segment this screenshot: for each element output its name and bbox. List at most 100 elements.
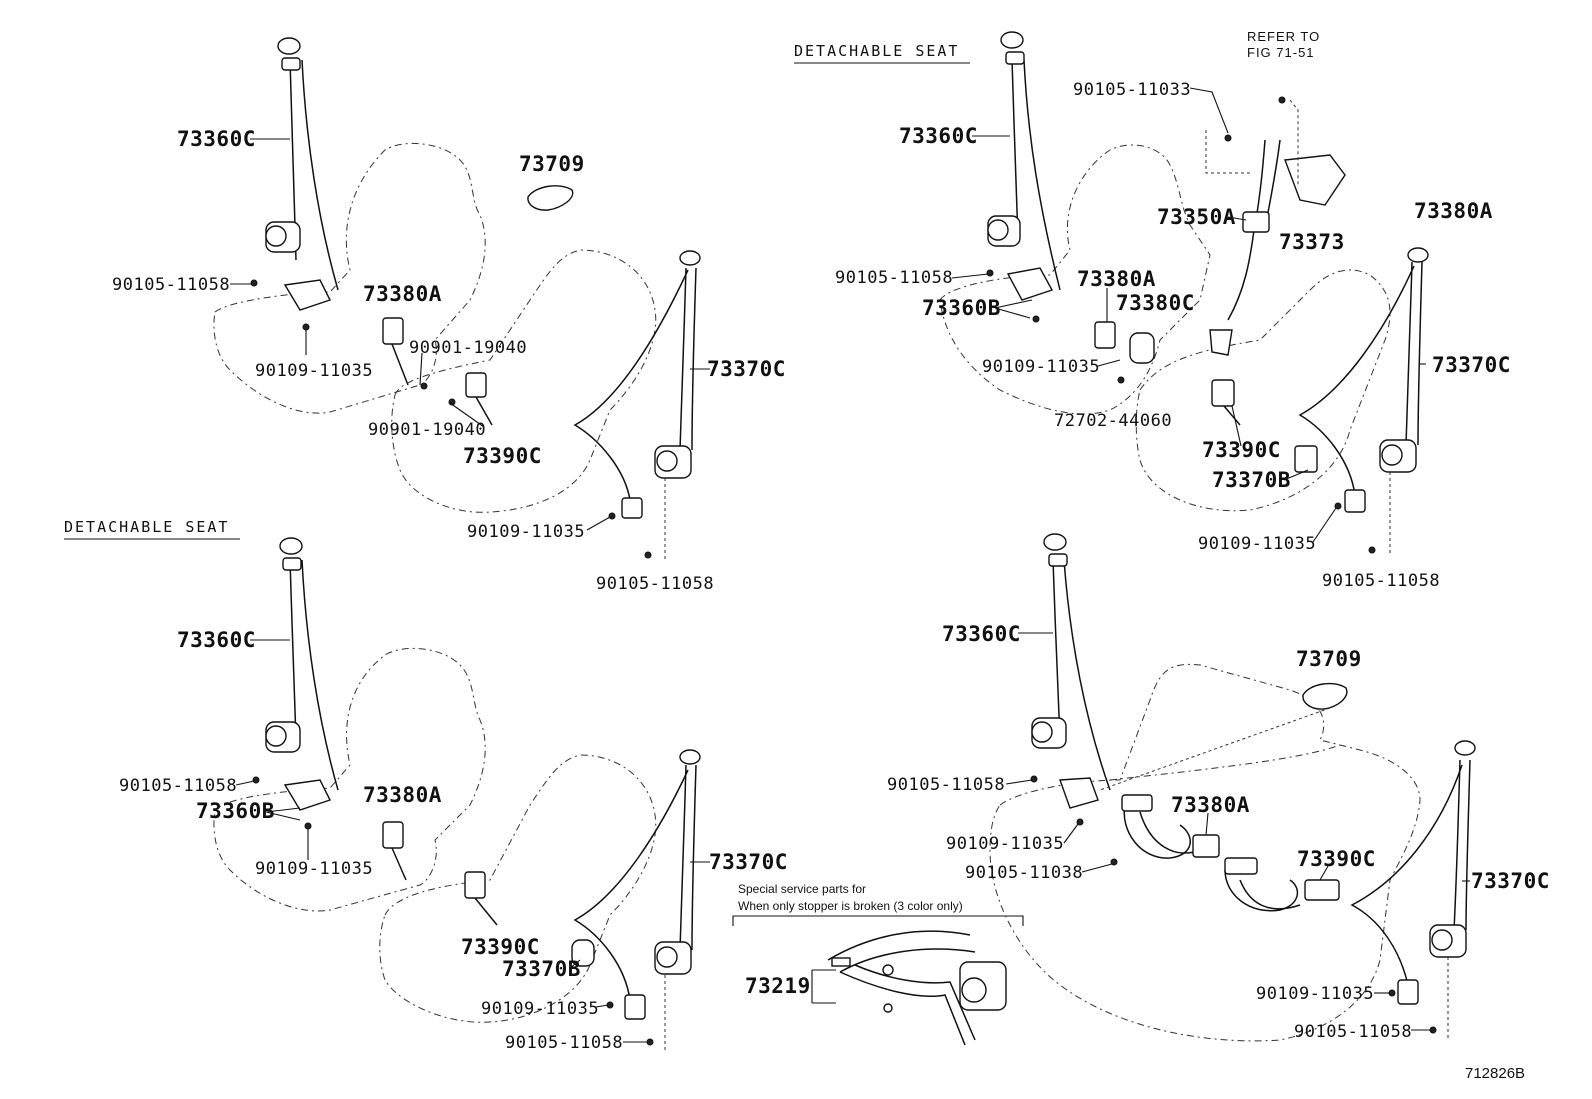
shoulder-guide-icon bbox=[1005, 51, 1025, 65]
part-label: 73360C bbox=[942, 622, 1021, 646]
buckle-strap bbox=[475, 396, 493, 426]
anchor-plate-icon bbox=[624, 994, 646, 1020]
buckle-icon bbox=[1094, 321, 1116, 349]
anchor-bracket-icon bbox=[1000, 31, 1024, 49]
retractor-spool-icon bbox=[265, 225, 287, 247]
leader-line bbox=[569, 959, 581, 969]
leader-line bbox=[1227, 216, 1247, 221]
retractor-spool-icon bbox=[656, 450, 678, 472]
bolt-icon bbox=[420, 382, 428, 390]
bolt-icon bbox=[250, 279, 258, 287]
part-label: 73360B bbox=[922, 296, 1001, 320]
leader-line bbox=[1063, 823, 1079, 844]
bolt-icon bbox=[1368, 546, 1376, 554]
part-label: 90105-11058 bbox=[1322, 571, 1440, 591]
bolt-icon bbox=[1032, 315, 1040, 323]
part-label: 73370C bbox=[1432, 353, 1511, 377]
buckle-icon bbox=[1211, 379, 1235, 407]
leader-line bbox=[235, 780, 255, 786]
retractor-spool-icon bbox=[1431, 929, 1453, 951]
section-heading: DETACHABLE SEAT bbox=[64, 518, 229, 536]
leader-line bbox=[419, 352, 423, 386]
part-label: 73360C bbox=[177, 127, 256, 151]
bolt-icon bbox=[1110, 858, 1118, 866]
outer-belt-webbing bbox=[679, 267, 697, 451]
part-label: 90109-11035 bbox=[481, 999, 599, 1019]
refer-note: REFER TO bbox=[1247, 29, 1320, 44]
leader-line bbox=[1189, 87, 1229, 134]
rear-seat-outline bbox=[1135, 269, 1391, 512]
bolt-icon bbox=[1334, 502, 1342, 510]
part-label: 90109-11035 bbox=[982, 357, 1100, 377]
part-label: 90109-11035 bbox=[255, 361, 373, 381]
bolt-icon bbox=[986, 269, 994, 277]
part-label: 73370C bbox=[1471, 869, 1550, 893]
seat-outline bbox=[213, 142, 486, 414]
part-label: 90105-11058 bbox=[119, 776, 237, 796]
bolt-icon bbox=[1030, 775, 1038, 783]
center-lap-belt bbox=[1139, 811, 1201, 854]
bolt-icon bbox=[252, 776, 260, 784]
part-label: 90105-11058 bbox=[887, 775, 1005, 795]
part-label: 90109-11035 bbox=[1198, 534, 1316, 554]
anchor-plate-icon bbox=[1397, 979, 1419, 1005]
part-label: 73380A bbox=[363, 282, 442, 306]
leader-line bbox=[1081, 863, 1113, 873]
outer-belt-webbing bbox=[1453, 759, 1471, 931]
part-label: 90109-11035 bbox=[946, 834, 1064, 854]
buckle-icon bbox=[571, 939, 595, 967]
rear-seat-outline bbox=[391, 249, 657, 513]
bolt-icon bbox=[1117, 376, 1125, 384]
buckle-icon bbox=[382, 821, 404, 849]
latch-plate-icon bbox=[1121, 794, 1153, 812]
center-retractor-icon bbox=[1242, 211, 1270, 233]
part-label: 73390C bbox=[1297, 847, 1376, 871]
part-label: 73380A bbox=[1414, 199, 1493, 223]
retractor-spool-icon bbox=[961, 977, 987, 1003]
part-label: 90901-19040 bbox=[368, 420, 486, 440]
cover-cap-icon bbox=[1302, 682, 1348, 710]
anchor-bracket-icon bbox=[1407, 247, 1429, 263]
retractor-spool-icon bbox=[1381, 444, 1403, 466]
stopper-button-icon bbox=[883, 1003, 893, 1013]
part-label: 73373 bbox=[1279, 230, 1345, 254]
anchor-plate-icon bbox=[1059, 777, 1099, 809]
part-label: 73370C bbox=[707, 357, 786, 381]
upper-belt-webbing bbox=[1011, 59, 1061, 291]
part-label: 90109-11035 bbox=[1256, 984, 1374, 1004]
part-label: 73360B bbox=[196, 799, 275, 823]
upper-belt-webbing bbox=[1052, 559, 1111, 791]
part-label: 73370B bbox=[502, 957, 581, 981]
leader-line bbox=[265, 807, 301, 821]
detachable-seat-assembly-top-right: DETACHABLE SEAT REFER TO FIG 71-51 bbox=[794, 29, 1511, 591]
special-service-parts: Special service parts for When only stop… bbox=[732, 882, 1024, 1046]
center-lap-belt bbox=[1224, 869, 1299, 912]
tongue-stowage-icon bbox=[1284, 154, 1346, 206]
shoulder-guide-icon bbox=[1048, 553, 1068, 567]
anchor-plate-icon bbox=[283, 279, 331, 311]
bench-seat-outline bbox=[989, 663, 1421, 1042]
part-label: 73390C bbox=[463, 444, 542, 468]
center-lap-belt bbox=[1239, 879, 1301, 910]
part-label: 73380A bbox=[363, 783, 442, 807]
leader-line bbox=[951, 273, 989, 279]
leader-line bbox=[1205, 812, 1209, 836]
anchor-bracket-icon bbox=[277, 37, 301, 55]
lap-belt-webbing bbox=[1298, 265, 1415, 496]
front-seat-assembly-top-left: 73360C 73709 90105-11058 73380A 90901-19… bbox=[112, 37, 786, 594]
leader-line bbox=[1319, 865, 1329, 881]
seat-outline bbox=[939, 144, 1211, 415]
retractor-spool-icon bbox=[265, 725, 287, 747]
buckle-strap bbox=[1223, 405, 1241, 426]
leader-line bbox=[1312, 507, 1337, 543]
note-bracket bbox=[732, 915, 1024, 926]
figure-id: 712826B bbox=[1465, 1065, 1525, 1082]
retractor-spool-icon bbox=[987, 219, 1009, 241]
leader-line bbox=[595, 1004, 609, 1008]
anchor-bracket-icon bbox=[1043, 533, 1067, 551]
anchor-bracket-icon bbox=[1454, 740, 1476, 756]
cover-cap-icon bbox=[527, 185, 574, 211]
buckle-strap bbox=[474, 897, 498, 926]
bolt-icon bbox=[1278, 96, 1286, 104]
latch-plate-icon bbox=[1224, 857, 1258, 875]
